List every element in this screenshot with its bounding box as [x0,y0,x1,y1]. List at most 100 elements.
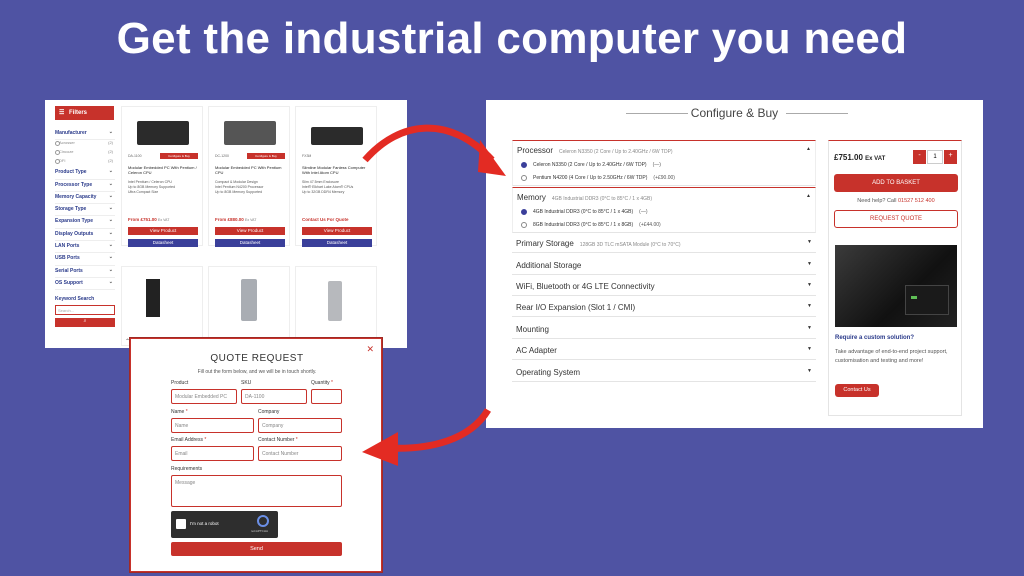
chevron-up-icon: ▲ [806,193,811,199]
product-field[interactable]: Modular Embedded PC [171,389,237,404]
chevron-down-icon: ▼ [807,282,812,288]
chevron-down-icon: ▼ [807,239,812,245]
configure-badge[interactable]: Configure & Buy [247,153,285,159]
filter-option[interactable]: Acrosser(2) [55,140,115,149]
close-icon[interactable]: ✕ [366,344,374,354]
chevron-down-icon: ▼ [807,368,812,374]
contact-us-button[interactable]: Contact Us [835,384,879,397]
send-button[interactable]: Send [171,542,342,556]
section-mounting[interactable]: Mounting▼ [512,320,816,339]
product-price: From £751.00 Ex VAT [128,217,170,222]
product-listing-panel: Filters Manufacturer⌄ Acrosser(2) Cincoz… [45,100,407,348]
chevron-down-icon: ⌄ [108,168,113,175]
divider [626,113,688,114]
recaptcha-widget[interactable]: I'm not a robot reCAPTCHA [171,511,278,538]
view-product-button[interactable]: View Product [302,227,372,235]
request-quote-button[interactable]: REQUEST QUOTE [834,210,958,228]
filter-serial-ports[interactable]: Serial Ports⌄ [55,266,115,278]
chevron-down-icon: ⌄ [108,205,113,212]
filter-expansion-type[interactable]: Expansion Type⌄ [55,216,115,229]
increment-button[interactable]: + [944,150,957,164]
search-icon: ⌕ [83,318,87,325]
quantity-stepper[interactable]: - 1 + [913,150,957,164]
product-image [146,279,160,317]
filter-manufacturer[interactable]: Manufacturer⌄ [55,128,115,141]
chevron-down-icon: ⌄ [108,180,113,187]
phone-link[interactable]: 01527 512 400 [897,198,935,204]
section-ac-adapter[interactable]: AC Adapter▼ [512,341,816,360]
email-field[interactable]: Email [171,446,254,461]
option-memory[interactable]: 8GB Industrial DDR3 (0°C to 85°C / 1 x 8… [513,219,815,232]
quote-request-modal: ✕ QUOTE REQUEST Fill out the form below,… [130,338,382,572]
filter-option[interactable]: Cincoze(2) [55,149,115,158]
help-text: Need help? Call 01527 512 400 [857,198,935,204]
product-card[interactable]: DC-1200 Configure & Buy Modular Embedded… [208,106,290,247]
sku-field[interactable]: DA-1100 [241,389,307,404]
chevron-down-icon: ▼ [807,261,812,267]
quote-subtitle: Fill out the form below, and we will be … [197,369,317,375]
view-product-button[interactable]: View Product [215,227,285,235]
company-field[interactable]: Company [258,418,342,433]
filter-os-support[interactable]: OS Support⌄ [55,278,115,291]
contact-number-field[interactable]: Contact Number [258,446,342,461]
filter-processor-type[interactable]: Processor Type⌄ [55,180,115,192]
chevron-up-icon[interactable]: ⌃ [125,339,131,345]
product-image [224,121,276,145]
product-card[interactable] [208,266,290,346]
filter-memory-capacity[interactable]: Memory Capacity⌄ [55,192,115,205]
captcha-checkbox[interactable] [176,519,186,529]
section-connectivity[interactable]: WiFi, Bluetooth or 4G LTE Connectivity▼ [512,277,816,296]
quote-title: QUOTE REQUEST [210,353,304,364]
chevron-down-icon: ⌄ [108,242,113,249]
chevron-down-icon: ⌄ [108,229,113,236]
view-product-button[interactable]: View Product [128,227,198,235]
product-name[interactable]: Modular Embedded PC With Pentium / Celer… [128,165,197,175]
filter-display-outputs[interactable]: Display Outputs⌄ [55,229,115,242]
product-card[interactable]: DA-1100 Configure & Buy Modular Embedded… [121,106,203,247]
product-name[interactable]: Modular Embedded PC With Pentium CPU [215,165,282,175]
filter-option[interactable]: DFI(2) [55,158,115,167]
quantity-input[interactable]: 1 [927,150,943,164]
add-to-basket-button[interactable]: ADD TO BASKET [834,174,958,192]
filter-lan-ports[interactable]: LAN Ports⌄ [55,241,115,254]
decrement-button[interactable]: - [913,150,926,164]
filters-button[interactable]: Filters [55,106,114,120]
requirements-textarea[interactable]: Message [171,475,342,507]
name-field[interactable]: Name [171,418,254,433]
keyword-search-input[interactable]: Search... [55,305,115,316]
filter-product-type[interactable]: Product Type⌄ [55,167,115,180]
filter-storage-type[interactable]: Storage Type⌄ [55,204,115,217]
option-processor[interactable]: Celeron N3350 (2 Core / Up to 2.40GHz / … [513,159,815,172]
product-card[interactable]: FX3M Slimline Modular Fanless Computer W… [295,106,377,247]
arrow-to-quote [387,408,491,452]
product-card[interactable] [121,266,203,346]
chevron-down-icon: ▼ [807,303,812,309]
product-image [241,279,257,321]
requirements-label: Requirements [171,466,203,472]
product-card[interactable] [295,266,377,346]
datasheet-button[interactable]: Datasheet [302,239,372,247]
chevron-down-icon: ▼ [807,325,812,331]
configure-title: Configure & Buy [690,106,779,120]
filter-usb-ports[interactable]: USB Ports⌄ [55,253,115,266]
section-operating-system[interactable]: Operating System▼ [512,363,816,382]
datasheet-button[interactable]: Datasheet [215,239,285,247]
section-rear-io[interactable]: Rear I/O Expansion (Slot 1 / CMI)▼ [512,298,816,317]
price: £751.00 Ex VAT [834,153,886,162]
option-memory[interactable]: 4GB Industrial DDR3 (0°C to 85°C / 1 x 4… [513,206,815,219]
option-processor[interactable]: Pentium N4200 (4 Core / Up to 2.50GHz / … [513,172,815,185]
product-name[interactable]: Slimline Modular Fanless Computer With I… [302,165,366,175]
product-price: From £880.00 Ex VAT [215,217,257,222]
keyword-search-button[interactable]: ⌕ [55,318,115,328]
product-image [311,127,363,145]
product-price[interactable]: Contact Us For Quote [302,217,349,222]
configure-badge[interactable]: Configure & Buy [160,153,198,159]
quantity-field[interactable] [311,389,342,404]
section-additional-storage[interactable]: Additional Storage▼ [512,256,816,275]
chevron-down-icon: ⌄ [108,266,113,273]
custom-solution-title: Require a custom solution? [835,335,915,341]
datasheet-button[interactable]: Datasheet [128,239,198,247]
